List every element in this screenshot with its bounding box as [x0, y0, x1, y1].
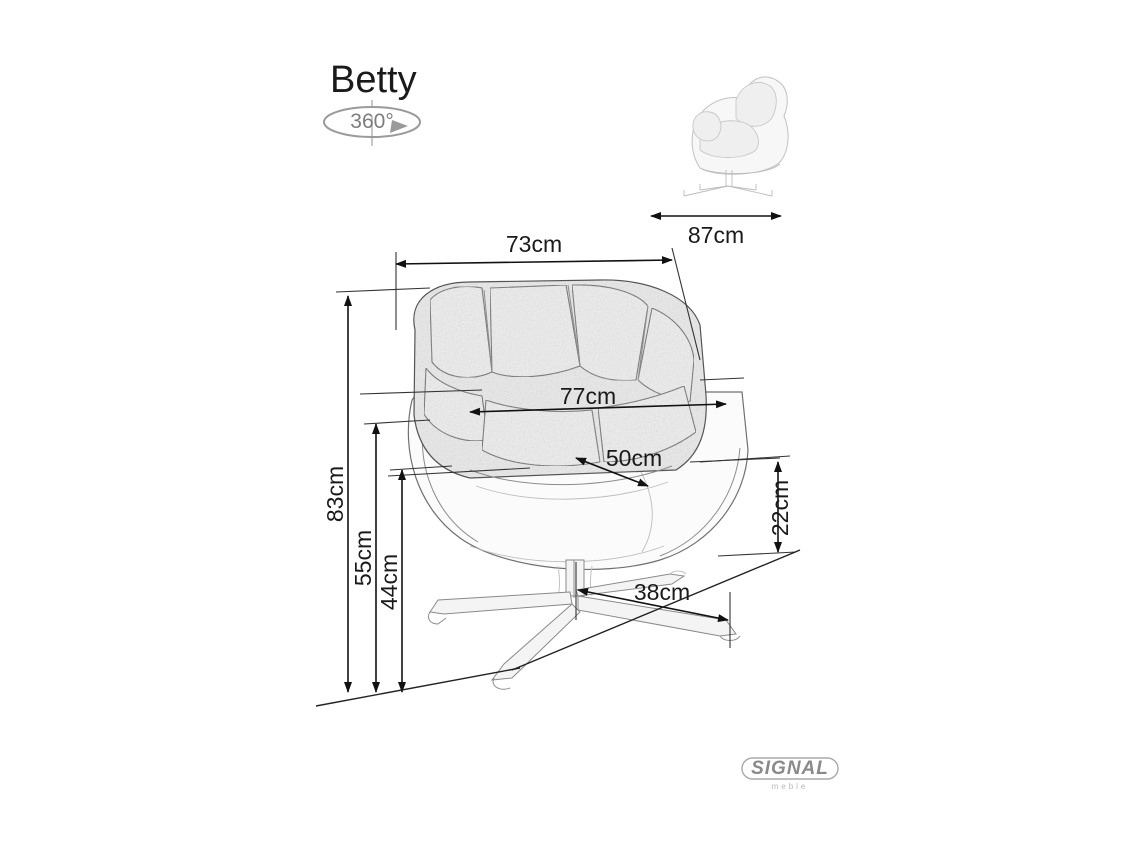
armchair-front-view-icon	[407, 279, 749, 690]
armchair-side-view-icon	[683, 76, 789, 197]
dimension-depth-side: 87cm	[650, 212, 782, 248]
ground-reference-line	[315, 667, 521, 707]
dimension-label-depth-side: 87cm	[688, 222, 744, 248]
dimension-label-depth-seat: 50cm	[606, 445, 662, 471]
rotation-360-icon: 360°	[323, 100, 421, 146]
dimension-label-width-top: 73cm	[506, 231, 562, 257]
dimension-width-top: 73cm	[395, 231, 701, 361]
dimension-label-height-total: 83cm	[322, 466, 348, 522]
dimension-label-seat-thickness: 22cm	[767, 480, 793, 536]
dimension-label-base-span: 38cm	[634, 579, 690, 605]
dimension-height-total: 83cm	[322, 287, 431, 693]
dimension-height-arm: 55cm	[350, 419, 431, 693]
dimension-label-height-seat: 44cm	[376, 554, 402, 610]
brand-subtitle: meble	[772, 782, 809, 791]
ground-reference-line-right	[511, 549, 801, 671]
rotation-label: 360°	[350, 110, 393, 133]
dimension-seat-thickness: 22cm	[699, 455, 797, 557]
dimension-label-height-arm: 55cm	[350, 530, 376, 586]
brand-name: SIGNAL	[751, 758, 829, 779]
dimension-base-span: 38cm	[575, 562, 731, 648]
dimension-label-width-seat: 77cm	[560, 383, 616, 409]
page-title: Betty	[330, 59, 417, 101]
dimension-height-seat: 44cm	[376, 465, 453, 693]
brand-logo: SIGNAL meble	[741, 757, 839, 791]
dimension-width-seat: 77cm	[359, 377, 745, 416]
